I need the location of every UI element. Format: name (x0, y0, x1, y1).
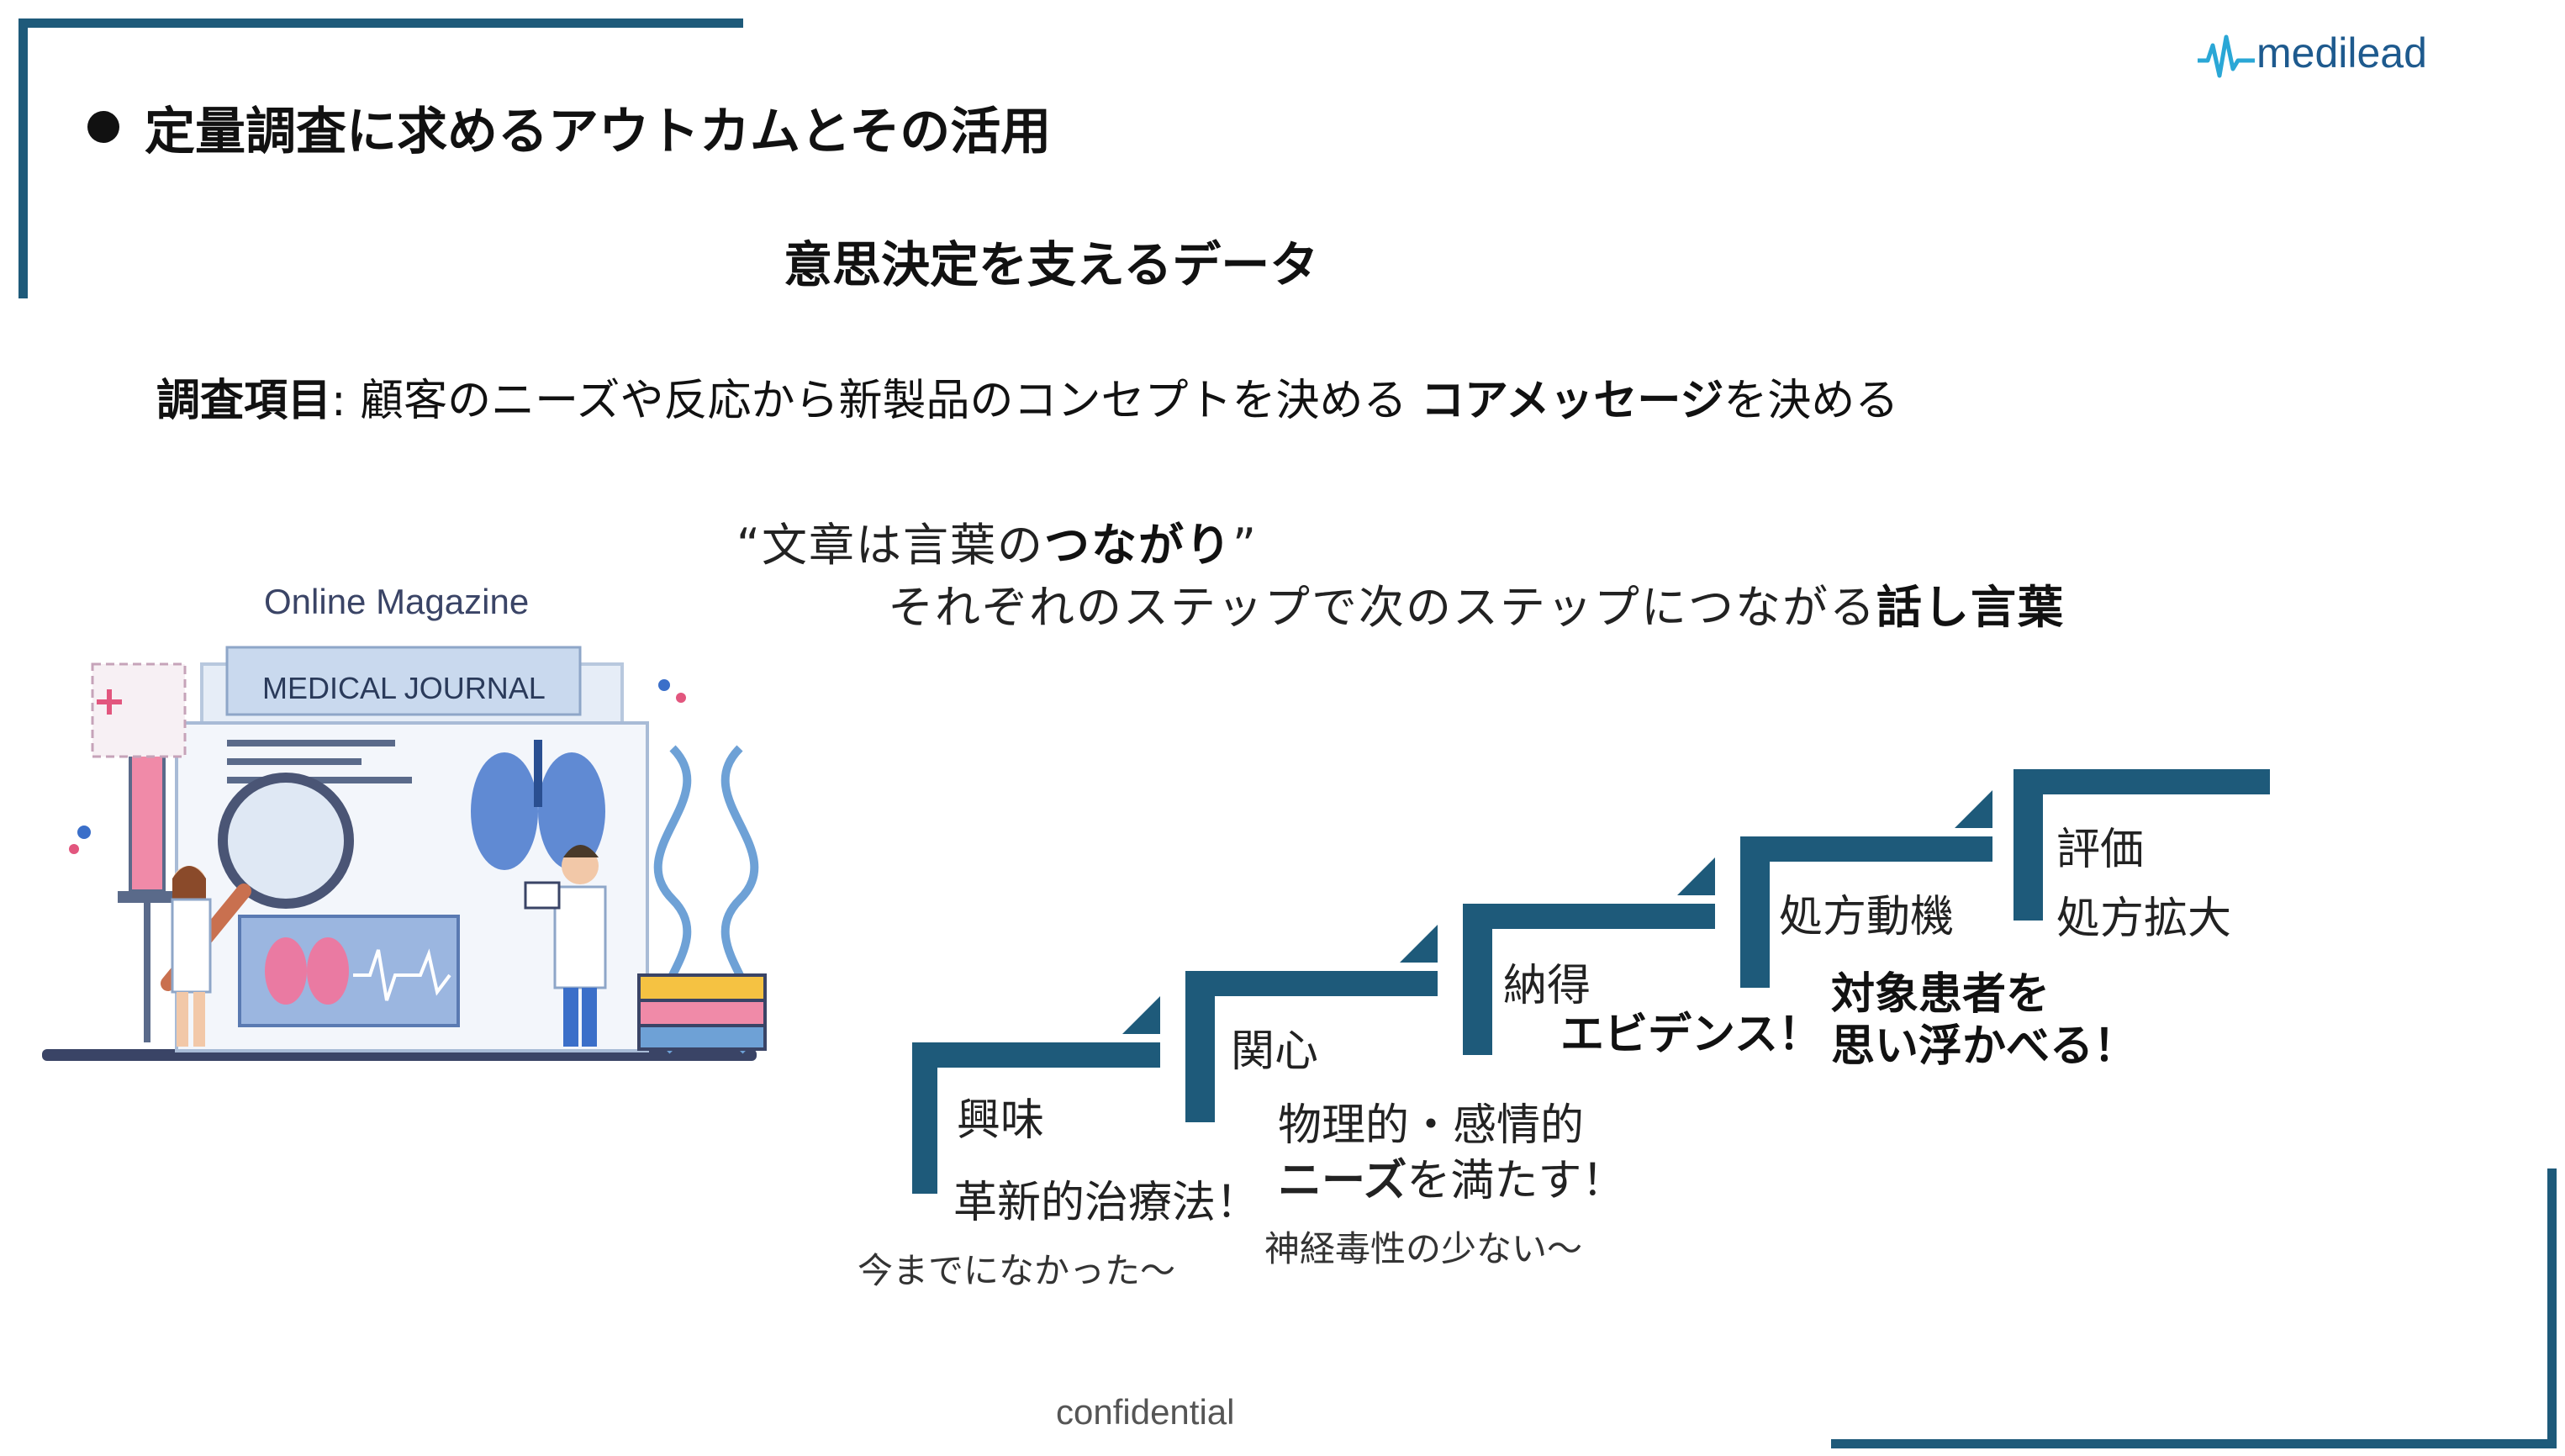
medical-journal-label: MEDICAL JOURNAL (262, 671, 546, 705)
step-4-message-line2: 思い浮かべる！ (1831, 1021, 2138, 1072)
step-3-label: 納得 (1503, 961, 1591, 1011)
survey-text1: 顧客のニーズや反応から新製品のコンセプトを決める (346, 376, 1422, 426)
step-2-message2-rest: を満たす！ (1407, 1156, 1626, 1206)
step-2-label: 関心 (1231, 1026, 1319, 1077)
step-1-message: 革新的治療法！ (953, 1178, 1260, 1228)
quote-line-2: それぞれのステップで次のステップにつながる話し言葉 (888, 570, 2065, 636)
quote1-suffix: ” (1232, 519, 1258, 572)
step-2-note: 神経毒性の少ない〜 (1264, 1228, 1583, 1269)
step-3-shape (1463, 857, 1715, 1055)
frame-top-left-vertical (18, 18, 28, 298)
step-2-message2: ニーズを満たす！ (1278, 1145, 1625, 1208)
step-4-shape (1740, 790, 1992, 988)
online-magazine-label: Online Magazine (264, 582, 530, 621)
staircase-diagram (908, 757, 2287, 1214)
medical-journal-illustration: Online Magazine MEDICAL JOURNAL (34, 580, 773, 1079)
step-4-message-line1: 対象患者を (1831, 969, 2050, 1020)
page-subtitle: 意思決定を支えるデータ (784, 236, 1319, 293)
step-4-label: 処方動機 (1779, 892, 1955, 942)
step-5-label2: 処方拡大 (2056, 894, 2232, 944)
step-3-message: エビデンス！ (1560, 1010, 1822, 1060)
survey-line: 調査項目: 顧客のニーズや反応から新製品のコンセプトを決める コアメッセージを決… (156, 365, 1898, 428)
survey-text2: を決める (1723, 376, 1899, 426)
step-2-message2-bold: ニーズ (1278, 1156, 1407, 1206)
logo-text: medilead (2256, 29, 2427, 76)
confidential-footer: confidential (1056, 1392, 1235, 1432)
step-5-label1: 評価 (2056, 825, 2145, 875)
step-2-shape (1185, 925, 1438, 1122)
frame-bottom-right-vertical (2547, 1168, 2557, 1448)
step-1-label: 興味 (957, 1095, 1045, 1146)
quote2-bold: 話し言葉 (1876, 581, 2065, 634)
step-5-shape (2013, 769, 2270, 921)
survey-separator: : (331, 376, 346, 426)
quote1-prefix: “文章は言葉の (736, 519, 1044, 572)
frame-top-left-horizontal (18, 18, 743, 28)
step-1-shape (912, 996, 1160, 1194)
survey-label: 調査項目 (156, 376, 332, 426)
pulse-icon (2198, 34, 2255, 78)
page-title: 定量調査に求めるアウトカムとその活用 (145, 103, 1052, 161)
step-2-message1: 物理的・感情的 (1278, 1100, 1585, 1151)
survey-bold: コアメッセージ (1421, 376, 1724, 426)
quote-line-1: “文章は言葉のつながり” (736, 508, 1258, 574)
quote1-bold: つながり (1043, 519, 1232, 572)
title-bullet (87, 111, 119, 143)
step-1-note: 今までになかった〜 (858, 1250, 1176, 1291)
frame-bottom-right-horizontal (1831, 1439, 2557, 1448)
medilead-logo: medilead (2196, 27, 2427, 89)
quote2-prefix: それぞれのステップで次のステップにつながる (888, 581, 1876, 634)
